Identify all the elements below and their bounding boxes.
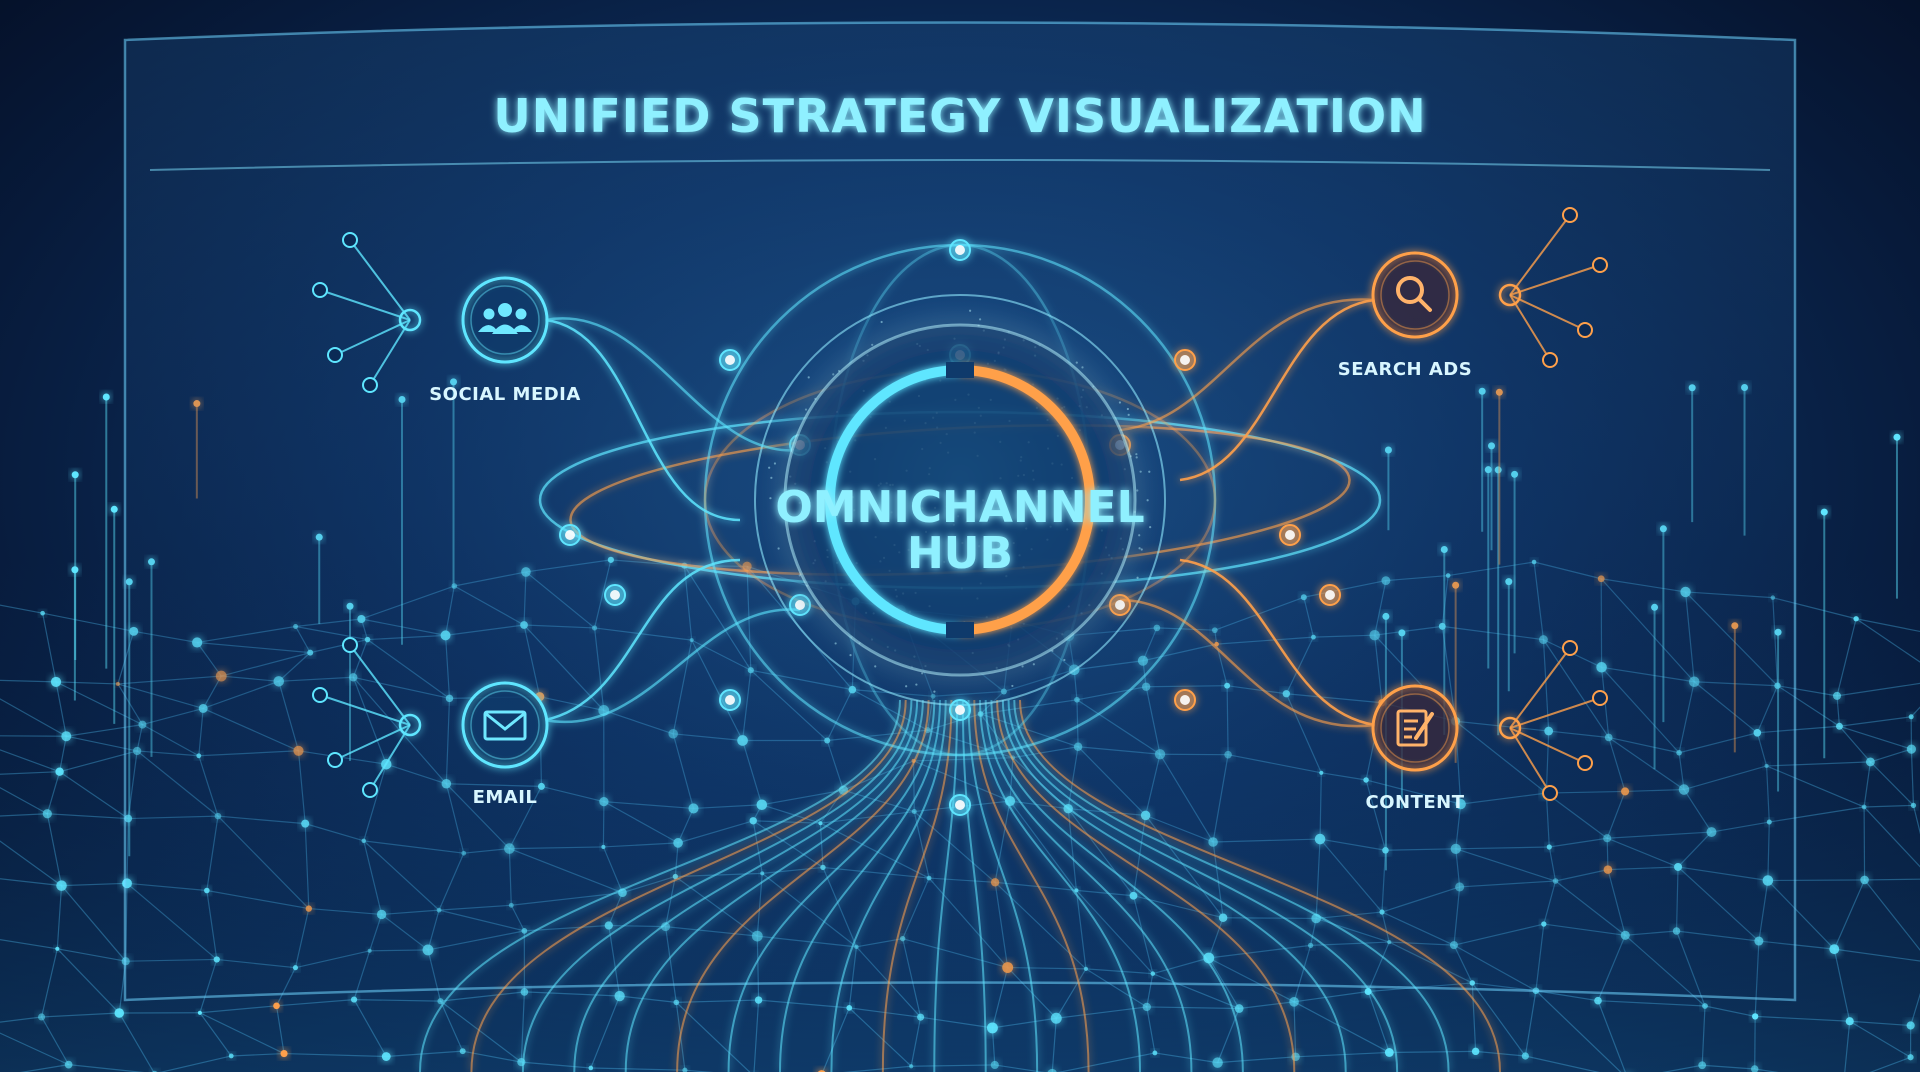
channel-label-search-ads: SEARCH ADS <box>1338 359 1472 380</box>
light-streams <box>419 699 1501 1072</box>
channel-node-content[interactable]: CONTENT <box>1366 684 1465 813</box>
channel-node-search-ads[interactable]: SEARCH ADS <box>1338 251 1472 380</box>
people-icon <box>478 303 532 334</box>
hub-arc-left <box>825 365 961 635</box>
hub-core: OMNICHANNEL HUB <box>775 323 1145 677</box>
channel-connections <box>544 298 1376 728</box>
channel-trees <box>312 207 1608 801</box>
channel-label-email: EMAIL <box>473 787 538 808</box>
hub-title-line2: HUB <box>907 528 1013 579</box>
hub-arc-right <box>959 365 1095 635</box>
hub-title-line1: OMNICHANNEL <box>775 482 1144 533</box>
channel-node-email[interactable]: EMAIL <box>461 681 549 808</box>
channel-label-social-media: SOCIAL MEDIA <box>429 384 581 405</box>
page-title: UNIFIED STRATEGY VISUALIZATION <box>493 89 1426 143</box>
channel-label-content: CONTENT <box>1366 792 1465 813</box>
title-divider <box>149 159 1771 171</box>
channel-node-social-media[interactable]: SOCIAL MEDIA <box>429 276 581 405</box>
envelope-icon <box>483 710 527 741</box>
document-pen-icon <box>1396 709 1434 747</box>
magnifier-icon <box>1396 276 1432 312</box>
